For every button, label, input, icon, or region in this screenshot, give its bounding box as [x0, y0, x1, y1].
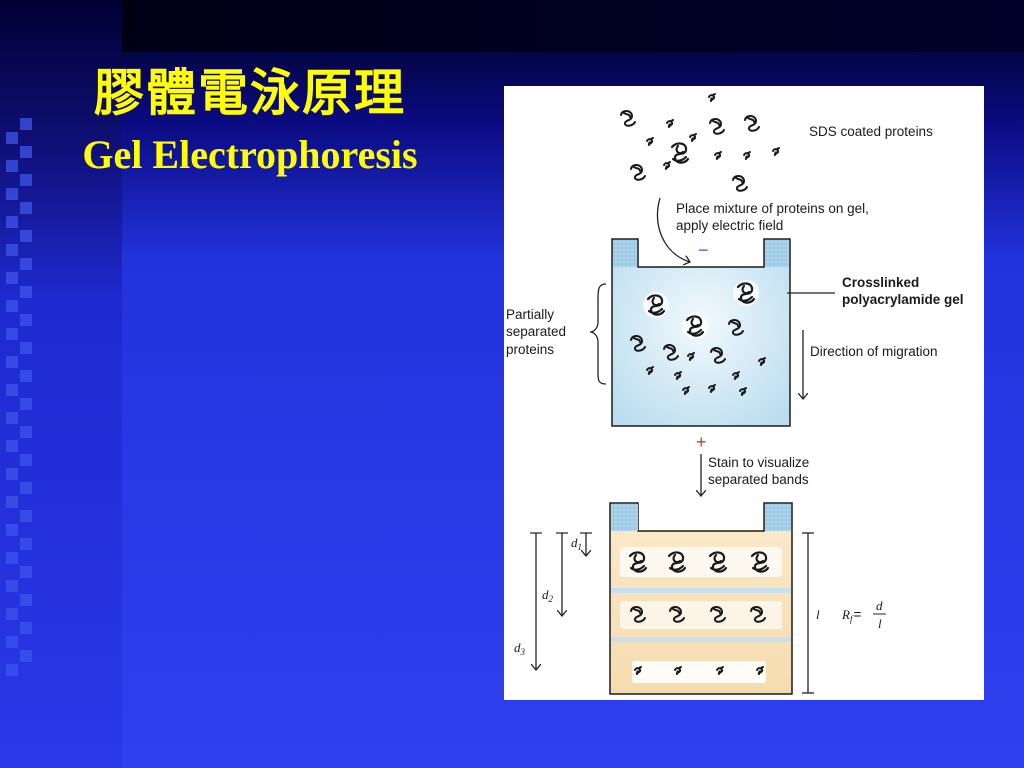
label-crosslinked-2: polyacrylamide gel [842, 292, 964, 307]
label-partially-2: separated [506, 324, 566, 339]
label-d2: d2 [542, 587, 554, 604]
svg-text:d: d [876, 598, 883, 613]
brace-partially-separated [589, 283, 607, 385]
label-length-l: l [816, 607, 820, 622]
label-d3: d3 [514, 640, 526, 657]
label-partially-3: proteins [506, 342, 554, 357]
svg-text:l: l [878, 616, 882, 631]
arrow-place-mixture [656, 197, 690, 262]
label-sds-coated-proteins: SDS coated proteins [809, 124, 933, 139]
label-place-mixture-1: Place mixture of proteins on gel, [676, 201, 869, 216]
minus-sign: − [698, 240, 709, 260]
top-dark-band [122, 0, 1024, 52]
stained-protein-bands [620, 547, 782, 683]
gel-electrophoresis-diagram: SDS coated proteins Place mixture of pro… [504, 86, 984, 700]
svg-text:Rf=: Rf= [841, 607, 861, 624]
title-english: Gel Electrophoresis [82, 132, 418, 177]
label-stain-2: separated bands [708, 472, 809, 487]
sds-protein-cluster [620, 93, 780, 192]
label-partially-1: Partially [506, 307, 554, 322]
rf-formula: Rf= d l [841, 598, 886, 631]
plus-sign: + [696, 432, 707, 452]
checker-pattern-decoration [6, 118, 32, 676]
label-crosslinked-1: Crosslinked [842, 275, 919, 290]
partially-separated-protein-blobs [630, 280, 766, 396]
title-chinese: 膠體電泳原理 [94, 63, 406, 122]
label-stain-1: Stain to visualize [708, 455, 809, 470]
length-bracket [802, 532, 814, 694]
distance-markers [530, 532, 592, 670]
label-d1: d1 [571, 535, 582, 552]
label-place-mixture-2: apply electric field [676, 218, 783, 233]
label-direction-of-migration: Direction of migration [810, 344, 938, 359]
slide-title: 膠體電泳原理 Gel Electrophoresis [0, 60, 500, 178]
